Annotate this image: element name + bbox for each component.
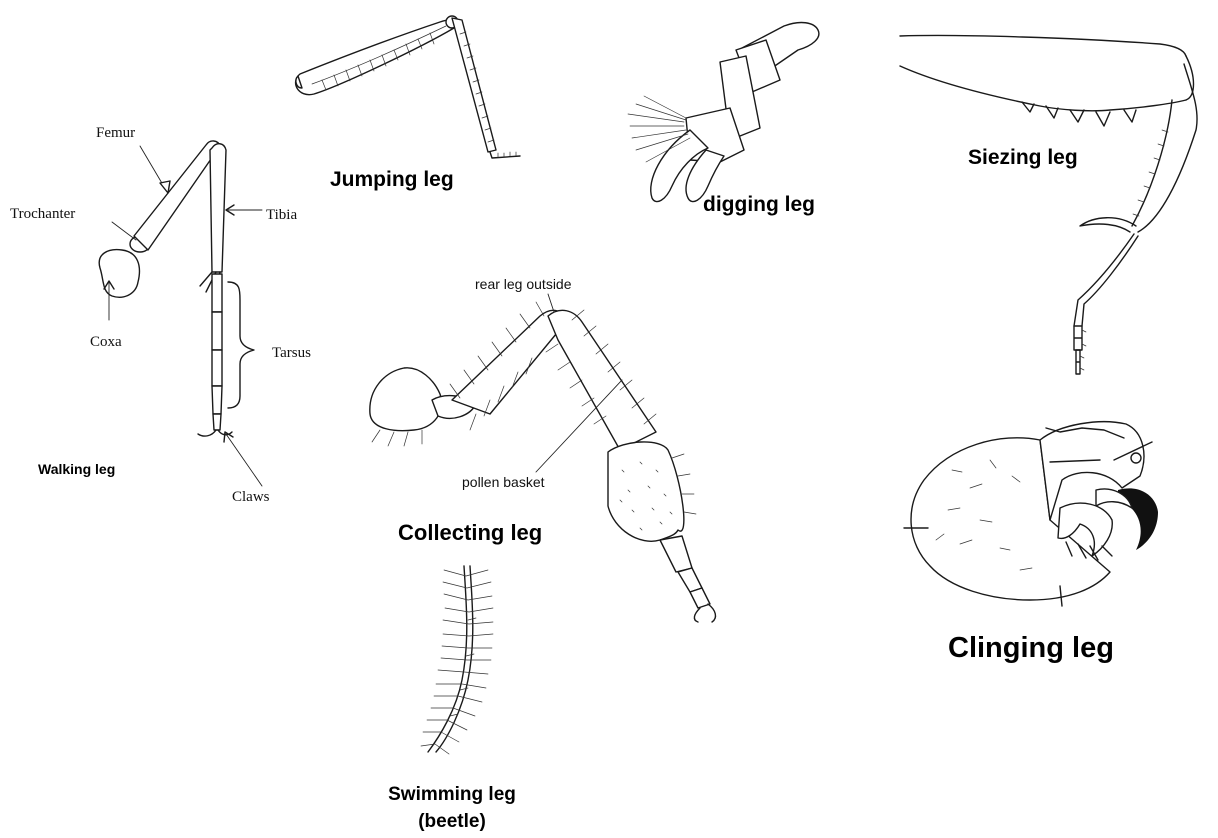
- coxa-label: Coxa: [90, 334, 122, 350]
- swimming-leg-figure: Swimming leg (beetle): [388, 566, 516, 832]
- tibia-label: Tibia: [266, 207, 297, 223]
- femur-label: Femur: [96, 125, 135, 141]
- clinging-leg-figure: Clinging leg: [904, 422, 1158, 664]
- swimming-leg-drawing: [421, 566, 493, 754]
- swimming-leg-caption-line2: (beetle): [418, 811, 486, 832]
- tarsus-label: Tarsus: [272, 345, 311, 361]
- siezing-leg-figure: Siezing leg: [900, 35, 1197, 374]
- jumping-leg-figure: Jumping leg: [296, 16, 520, 191]
- claws-label: Claws: [232, 489, 270, 505]
- digging-leg-figure: digging leg: [628, 23, 819, 216]
- rear-leg-outside-pointer: [548, 294, 554, 312]
- clinging-leg-drawing: [904, 422, 1158, 606]
- swimming-leg-caption-line1: Swimming leg: [388, 784, 516, 805]
- collecting-leg-caption: Collecting leg: [398, 520, 542, 545]
- siezing-leg-drawing: [900, 35, 1197, 374]
- jumping-leg-drawing: [296, 16, 520, 158]
- collecting-leg-drawing: [370, 302, 716, 622]
- walking-leg-caption: Walking leg: [38, 461, 115, 477]
- claws-pointer: [226, 434, 262, 486]
- clinging-leg-caption: Clinging leg: [948, 632, 1114, 664]
- walking-leg-figure: Femur Trochanter Tibia Coxa Tarsus Claws…: [10, 125, 311, 505]
- siezing-leg-caption: Siezing leg: [968, 146, 1078, 169]
- rear-leg-outside-label: rear leg outside: [475, 276, 572, 292]
- collecting-leg-figure: rear leg outside pollen basket Collectin…: [370, 276, 716, 622]
- tarsus-brace: [228, 282, 254, 408]
- jumping-leg-caption: Jumping leg: [330, 168, 454, 191]
- trochanter-label: Trochanter: [10, 206, 75, 222]
- pollen-basket-label: pollen basket: [462, 474, 545, 490]
- digging-leg-caption: digging leg: [703, 193, 815, 216]
- trochanter-pointer: [112, 222, 136, 240]
- digging-leg-drawing: [628, 23, 819, 202]
- femur-pointer-head: [160, 181, 170, 193]
